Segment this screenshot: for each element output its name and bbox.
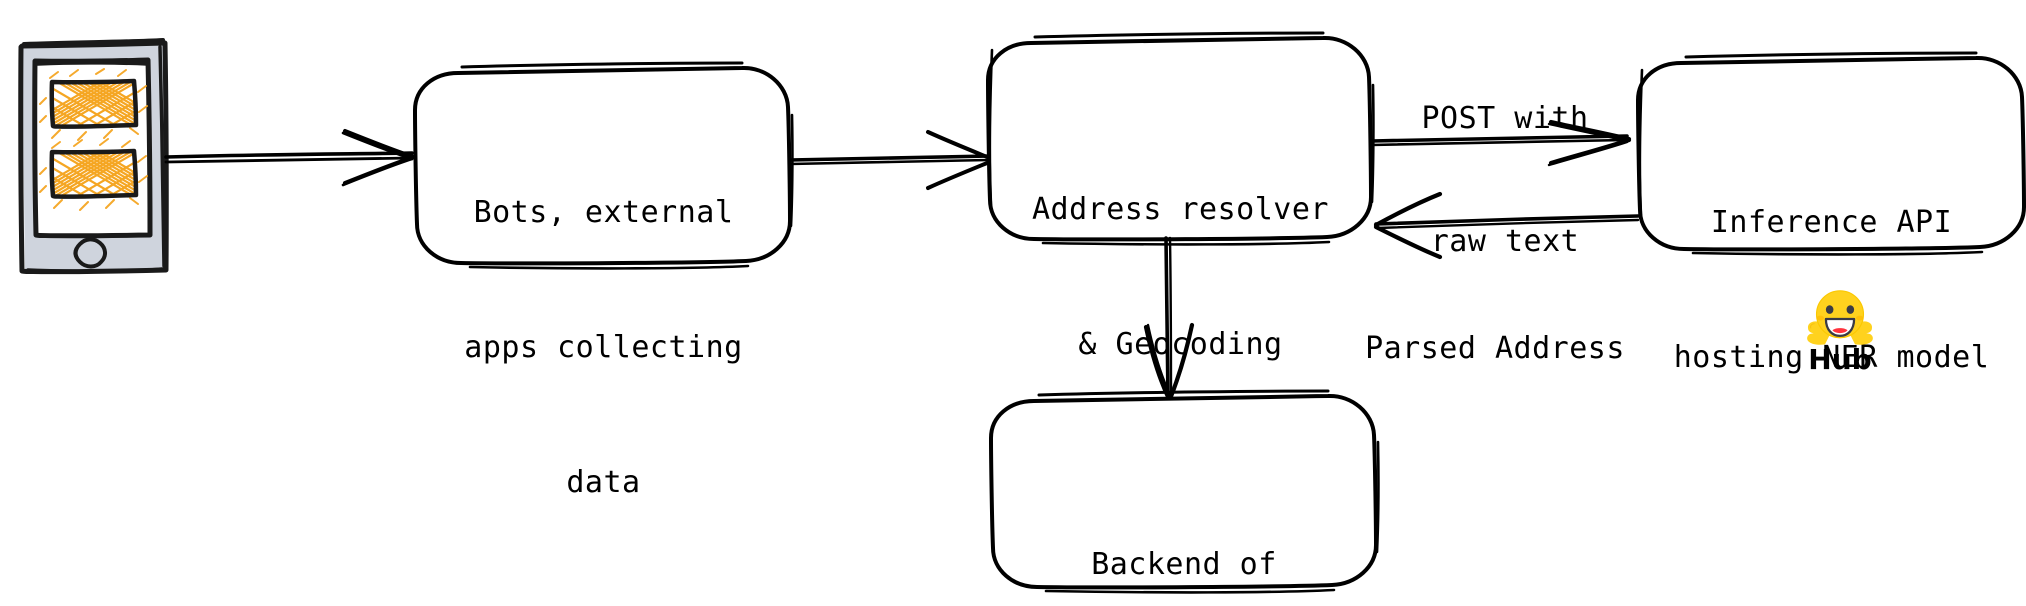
edge-inference-to-resolver — [1373, 191, 1640, 260]
mobile-phone-icon — [18, 38, 169, 275]
node-inference-api[interactable] — [1636, 51, 2026, 256]
edge-phone-to-bots — [164, 129, 416, 187]
edge-bots-to-resolver — [788, 130, 994, 190]
edge-resolver-to-inference — [1369, 119, 1632, 167]
edge-label-post-with-raw-text: POST with raw text — [1340, 16, 1670, 344]
edge-label-line: POST with — [1421, 101, 1589, 136]
node-address-resolver[interactable] — [986, 31, 1375, 246]
phone-content-block-top — [39, 68, 148, 141]
edge-label-line: raw text — [1430, 224, 1580, 259]
hugging-face-icon — [1807, 290, 1873, 345]
edge-resolver-to-backend — [1143, 236, 1195, 402]
edge-label-parsed-address: Parsed Address — [1330, 246, 1660, 451]
node-backend-afetharita[interactable] — [989, 389, 1380, 594]
edge-label-line: Parsed Address — [1365, 331, 1625, 366]
huggingface-hub-badge: Hub — [1760, 288, 1920, 374]
hub-label: Hub — [1808, 343, 1872, 376]
node-bots-external-apps[interactable] — [413, 61, 794, 270]
phone-content-block-bottom — [39, 138, 148, 211]
